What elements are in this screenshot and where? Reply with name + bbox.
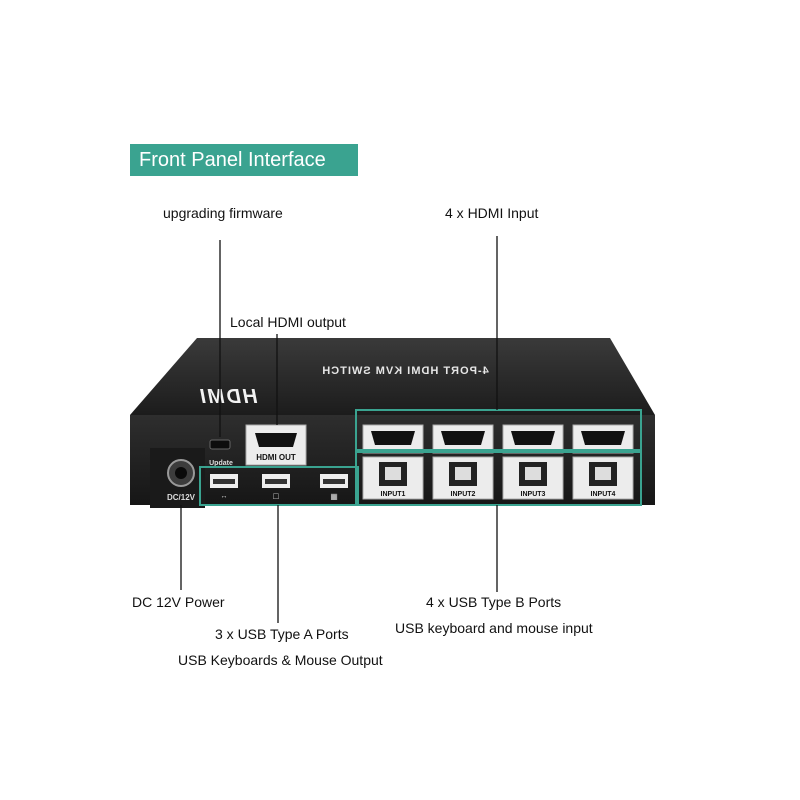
svg-text:↔: ↔ xyxy=(221,493,228,500)
leader-lines xyxy=(180,236,498,623)
device-top-label: 4-PORT HDMI KVM SWITCH xyxy=(321,365,488,377)
hdmi-input-port-3[interactable] xyxy=(502,424,564,454)
device-top-face xyxy=(130,338,655,415)
label-usb-type-b-desc: USB keyboard and mouse input xyxy=(395,620,593,636)
usb-a-highlight xyxy=(199,466,359,506)
section-banner: Front Panel Interface xyxy=(130,144,358,176)
input-label-4: INPUT4 xyxy=(591,491,616,498)
hdmi-input-port-4[interactable] xyxy=(572,424,634,454)
banner-title: Front Panel Interface xyxy=(139,149,326,171)
label-dc-power: DC 12V Power xyxy=(132,594,225,610)
hdmi-logo: HDMI xyxy=(198,386,257,408)
usb-a-port-3[interactable]: ▦ xyxy=(320,474,348,501)
hdmi-input-highlight xyxy=(355,409,642,453)
hdmi-out-label: HDMI OUT xyxy=(256,453,296,462)
usb-b-highlight xyxy=(355,449,642,506)
update-port[interactable] xyxy=(209,439,231,450)
hdmi-input-port-2[interactable] xyxy=(432,424,494,454)
label-usb-type-b: 4 x USB Type B Ports xyxy=(426,594,562,610)
label-local-hdmi-output: Local HDMI output xyxy=(230,314,346,330)
svg-text:□: □ xyxy=(273,491,279,501)
usb-a-port-1[interactable]: ↔ xyxy=(210,474,238,500)
hdmi-out-port[interactable] xyxy=(255,433,297,447)
usb-b-port-1[interactable]: INPUT1 xyxy=(362,456,424,500)
usb-b-port-4[interactable]: INPUT4 xyxy=(572,456,634,500)
hdmi-input-ports xyxy=(362,424,634,454)
usb-b-port-3[interactable]: INPUT3 xyxy=(502,456,564,500)
update-port-label: Update xyxy=(209,460,233,467)
input-label-3: INPUT3 xyxy=(521,491,546,498)
dc-jack-inner xyxy=(175,467,187,479)
label-hdmi-input: 4 x HDMI Input xyxy=(445,205,539,221)
usb-b-port-2[interactable]: INPUT2 xyxy=(432,456,494,500)
label-usb-type-a: 3 x USB Type A Ports xyxy=(215,626,349,642)
usb-b-ports: INPUT1 INPUT2 INPUT3 INPUT4 xyxy=(362,456,634,500)
input-label-2: INPUT2 xyxy=(451,491,476,498)
svg-text:▦: ▦ xyxy=(330,492,338,501)
hdmi-input-port-1[interactable] xyxy=(362,424,424,454)
usb-a-port-2[interactable]: □ xyxy=(262,474,290,501)
dc-label: DC/12V xyxy=(167,493,196,502)
label-usb-type-a-desc: USB Keyboards & Mouse Output xyxy=(178,652,383,668)
input-label-1: INPUT1 xyxy=(381,491,406,498)
label-upgrading-firmware: upgrading firmware xyxy=(163,205,283,221)
